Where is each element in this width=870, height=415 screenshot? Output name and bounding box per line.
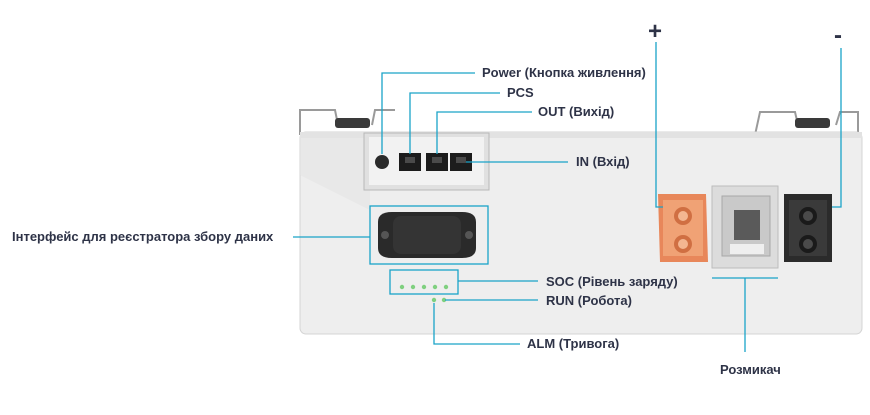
negative-terminal-icon	[784, 194, 832, 262]
alm-led-icon	[431, 297, 437, 303]
out-leader	[436, 111, 532, 154]
soc-label: SOC (Рівень заряду)	[546, 274, 678, 289]
top-handles	[299, 109, 859, 136]
housing-shadow	[300, 132, 370, 210]
out-label: OUT (Вихід)	[538, 104, 615, 119]
pcs-label: PCS	[507, 85, 534, 100]
alm-label: ALM (Тривога)	[527, 336, 620, 351]
run-label: RUN (Робота)	[546, 293, 632, 308]
in-port-pins	[456, 157, 466, 163]
right-handle	[795, 118, 830, 128]
pcs-leader	[409, 92, 500, 154]
breaker-switch-icon	[711, 185, 779, 269]
negative-sign: -	[834, 22, 842, 49]
positive-sign: +	[648, 18, 663, 45]
in-label: IN (Вхід)	[576, 154, 630, 169]
breaker-label: Розмикач	[720, 362, 781, 377]
socket-screw-left	[381, 231, 389, 239]
interface-label: Інтерфейс для реєстратора збору даних	[12, 229, 274, 244]
positive-leader	[655, 42, 663, 208]
power-leader	[381, 72, 475, 154]
socket-screw-right	[465, 231, 473, 239]
alm-leader	[433, 303, 520, 345]
leader-lines	[293, 42, 842, 352]
soc-box	[389, 269, 459, 295]
soc-led-row	[399, 284, 449, 290]
positive-terminal-icon	[658, 194, 708, 262]
socket-face	[393, 216, 461, 254]
housing-top-edge	[300, 132, 862, 138]
power-label: Power (Кнопка живлення)	[482, 65, 646, 80]
interface-box	[369, 205, 489, 265]
out-port-pins	[432, 157, 442, 163]
pcs-port-pins	[405, 157, 415, 163]
power-button-icon	[375, 155, 389, 169]
negative-leader	[832, 48, 842, 208]
left-handle	[335, 118, 370, 128]
run-led-icon	[441, 297, 447, 303]
